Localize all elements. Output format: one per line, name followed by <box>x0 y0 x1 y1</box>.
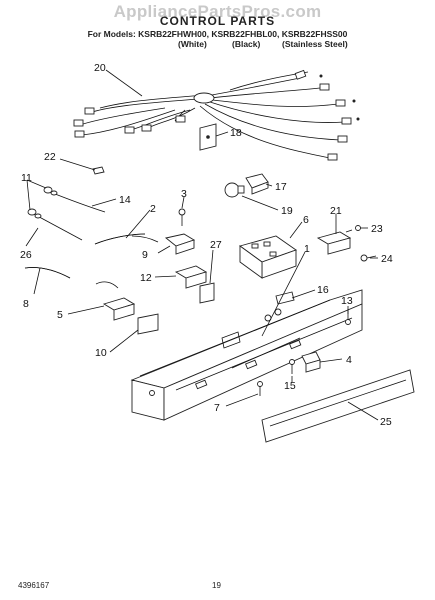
screw-part-23 <box>345 225 361 233</box>
switch-part-5 <box>95 281 136 321</box>
callout-20: 20 <box>94 62 106 74</box>
callout-24: 24 <box>381 253 393 265</box>
document-number: 4396167 <box>18 581 50 590</box>
screw-part-7 <box>257 381 263 396</box>
callout-12: 12 <box>140 272 152 284</box>
callout-2: 2 <box>150 203 156 215</box>
callout-17: 17 <box>275 181 287 193</box>
watermark: AppliancePartsPros.com <box>113 2 322 21</box>
color-white-label: (White) <box>178 39 207 49</box>
callout-labels: 20 18 22 11 14 3 17 19 2 6 21 23 26 9 27… <box>20 62 393 428</box>
callout-27: 27 <box>210 239 222 251</box>
diagram-title: CONTROL PARTS <box>159 14 276 28</box>
callout-8: 8 <box>23 298 29 310</box>
callout-14: 14 <box>119 194 131 206</box>
tube-part-8 <box>24 267 71 279</box>
callout-10: 10 <box>95 347 107 359</box>
callout-19: 19 <box>281 205 293 217</box>
label-part-10 <box>137 313 159 335</box>
callout-5: 5 <box>57 309 63 321</box>
switch-part-9 <box>131 233 196 255</box>
leader-lines <box>25 69 379 421</box>
callout-3: 3 <box>181 188 187 200</box>
trim-strip-part-25 <box>261 369 415 443</box>
tube-part-2 <box>94 233 146 245</box>
callout-18: 18 <box>230 127 242 139</box>
callout-1: 1 <box>304 243 310 255</box>
callout-25: 25 <box>380 416 392 428</box>
color-black-label: (Black) <box>232 39 261 49</box>
bulb-socket-part-17 <box>245 173 269 195</box>
screw-part-3 <box>178 208 186 226</box>
clip-part-22 <box>92 166 105 175</box>
callout-23: 23 <box>371 223 383 235</box>
wire-harness-part-20 <box>73 69 360 161</box>
switch-part-12 <box>174 265 208 289</box>
callout-4: 4 <box>346 354 352 366</box>
sensor-parts-11-14-26 <box>27 186 106 241</box>
plate-part-18 <box>199 123 217 151</box>
callout-13: 13 <box>341 295 353 307</box>
screw-part-15 <box>289 359 295 374</box>
callout-6: 6 <box>303 214 309 226</box>
callout-16: 16 <box>317 284 329 296</box>
bracket-part-21 <box>316 231 352 255</box>
callout-7: 7 <box>214 402 220 414</box>
nut-part-24 <box>360 254 377 262</box>
label-part-27 <box>199 282 215 304</box>
bracket-part-16 <box>275 291 295 305</box>
callout-9: 9 <box>142 249 148 261</box>
callout-22: 22 <box>44 151 56 163</box>
model-list: For Models: KSRB22FHWH00, KSRB22FHBL00, … <box>87 29 348 39</box>
color-stainless-label: (Stainless Steel) <box>282 39 348 49</box>
control-housing-part-1 <box>130 289 363 421</box>
callout-21: 21 <box>330 205 342 217</box>
control-board-part-6 <box>238 235 297 279</box>
page-number: 19 <box>212 581 221 590</box>
callout-15: 15 <box>284 380 296 392</box>
callout-26: 26 <box>20 249 32 261</box>
light-bulb-part-19 <box>224 182 245 198</box>
callout-11: 11 <box>21 172 32 184</box>
switch-part-4 <box>301 351 321 373</box>
